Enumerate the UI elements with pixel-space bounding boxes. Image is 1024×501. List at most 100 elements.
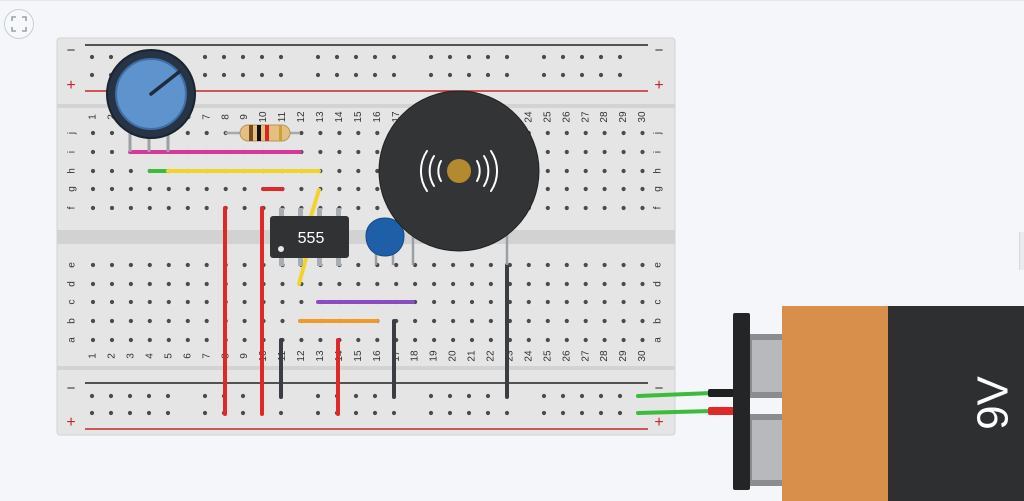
breadboard-hole[interactable] xyxy=(413,318,418,324)
breadboard-hole[interactable] xyxy=(90,149,96,155)
breadboard-hole[interactable] xyxy=(621,281,626,287)
breadboard-hole[interactable] xyxy=(337,281,342,287)
breadboard-hole[interactable] xyxy=(90,168,96,174)
breadboard-hole[interactable] xyxy=(617,393,623,399)
wire-green[interactable] xyxy=(636,409,714,415)
breadboard-hole[interactable] xyxy=(334,54,340,60)
breadboard-hole[interactable] xyxy=(280,299,285,305)
breadboard-hole[interactable] xyxy=(640,205,645,211)
breadboard-hole[interactable] xyxy=(488,281,493,287)
breadboard-hole[interactable] xyxy=(564,186,569,192)
breadboard-hole[interactable] xyxy=(89,393,95,399)
breadboard-hole[interactable] xyxy=(337,186,342,192)
breadboard-hole[interactable] xyxy=(242,299,247,305)
breadboard-hole[interactable] xyxy=(240,54,246,60)
breadboard-hole[interactable] xyxy=(545,149,550,155)
breadboard-hole[interactable] xyxy=(545,318,550,324)
breadboard-hole[interactable] xyxy=(564,149,569,155)
breadboard-hole[interactable] xyxy=(242,205,247,211)
breadboard-hole[interactable] xyxy=(242,186,247,192)
breadboard-hole[interactable] xyxy=(221,54,227,60)
breadboard-hole[interactable] xyxy=(640,149,645,155)
breadboard-hole[interactable] xyxy=(185,318,190,324)
breadboard-hole[interactable] xyxy=(432,337,437,343)
breadboard-hole[interactable] xyxy=(469,299,475,305)
breadboard-hole[interactable] xyxy=(621,149,626,155)
breadboard-hole[interactable] xyxy=(165,410,171,416)
breadboard-hole[interactable] xyxy=(204,337,209,343)
breadboard-hole[interactable] xyxy=(109,205,115,211)
breadboard-hole[interactable] xyxy=(432,262,437,268)
breadboard-hole[interactable] xyxy=(334,72,340,78)
breadboard-hole[interactable] xyxy=(240,72,246,78)
breadboard-hole[interactable] xyxy=(560,410,566,416)
breadboard-hole[interactable] xyxy=(128,318,133,324)
breadboard-hole[interactable] xyxy=(375,130,380,136)
wire-yellow[interactable] xyxy=(309,188,321,218)
breadboard-hole[interactable] xyxy=(640,299,645,305)
breadboard-hole[interactable] xyxy=(621,205,626,211)
breadboard-hole[interactable] xyxy=(640,262,645,268)
breadboard-hole[interactable] xyxy=(356,281,361,287)
breadboard-hole[interactable] xyxy=(128,337,133,343)
ic-555[interactable]: 555 xyxy=(270,208,349,266)
breadboard-hole[interactable] xyxy=(128,281,133,287)
breadboard-hole[interactable] xyxy=(485,410,491,416)
breadboard-hole[interactable] xyxy=(545,262,550,268)
breadboard-hole[interactable] xyxy=(564,299,569,305)
breadboard-hole[interactable] xyxy=(202,72,208,78)
breadboard-hole[interactable] xyxy=(356,337,361,343)
breadboard-hole[interactable] xyxy=(109,262,115,268)
breadboard-hole[interactable] xyxy=(90,281,96,287)
breadboard-hole[interactable] xyxy=(466,72,472,78)
breadboard-hole[interactable] xyxy=(166,299,171,305)
breadboard-hole[interactable] xyxy=(413,337,418,343)
breadboard-hole[interactable] xyxy=(90,337,96,343)
breadboard-hole[interactable] xyxy=(128,299,133,305)
breadboard-hole[interactable] xyxy=(318,337,323,343)
breadboard-hole[interactable] xyxy=(90,299,96,305)
breadboard-hole[interactable] xyxy=(204,299,209,305)
breadboard-hole[interactable] xyxy=(640,168,645,174)
breadboard-hole[interactable] xyxy=(583,149,588,155)
breadboard-hole[interactable] xyxy=(299,130,304,136)
breadboard-hole[interactable] xyxy=(375,149,380,155)
breadboard-hole[interactable] xyxy=(621,337,626,343)
breadboard-hole[interactable] xyxy=(278,410,284,416)
breadboard-hole[interactable] xyxy=(640,318,645,324)
breadboard-hole[interactable] xyxy=(127,393,133,399)
breadboard-hole[interactable] xyxy=(541,72,547,78)
breadboard-hole[interactable] xyxy=(204,205,209,211)
breadboard-hole[interactable] xyxy=(89,54,95,60)
breadboard-hole[interactable] xyxy=(128,262,133,268)
breadboard-hole[interactable] xyxy=(598,393,604,399)
breadboard-hole[interactable] xyxy=(488,299,493,305)
breadboard-hole[interactable] xyxy=(432,318,437,324)
breadboard-hole[interactable] xyxy=(621,318,626,324)
breadboard-hole[interactable] xyxy=(127,410,133,416)
breadboard-hole[interactable] xyxy=(598,410,604,416)
breadboard-hole[interactable] xyxy=(242,262,247,268)
breadboard-hole[interactable] xyxy=(372,410,378,416)
breadboard-hole[interactable] xyxy=(545,299,550,305)
breadboard-hole[interactable] xyxy=(337,130,342,136)
breadboard-hole[interactable] xyxy=(375,337,380,343)
breadboard-hole[interactable] xyxy=(90,318,96,324)
breadboard-hole[interactable] xyxy=(299,186,304,192)
breadboard-hole[interactable] xyxy=(469,337,475,343)
breadboard-hole[interactable] xyxy=(356,262,361,268)
breadboard-hole[interactable] xyxy=(128,186,133,192)
breadboard-hole[interactable] xyxy=(391,72,397,78)
breadboard-hole[interactable] xyxy=(166,281,171,287)
breadboard-hole[interactable] xyxy=(185,205,190,211)
breadboard-hole[interactable] xyxy=(545,337,550,343)
breadboard-hole[interactable] xyxy=(108,410,114,416)
breadboard-hole[interactable] xyxy=(428,54,434,60)
breadboard-hole[interactable] xyxy=(337,149,342,155)
breadboard-hole[interactable] xyxy=(166,262,171,268)
ceramic-capacitor[interactable] xyxy=(365,217,405,265)
breadboard-hole[interactable] xyxy=(90,205,96,211)
breadboard-hole[interactable] xyxy=(583,318,588,324)
breadboard-hole[interactable] xyxy=(579,410,585,416)
breadboard-hole[interactable] xyxy=(579,72,585,78)
